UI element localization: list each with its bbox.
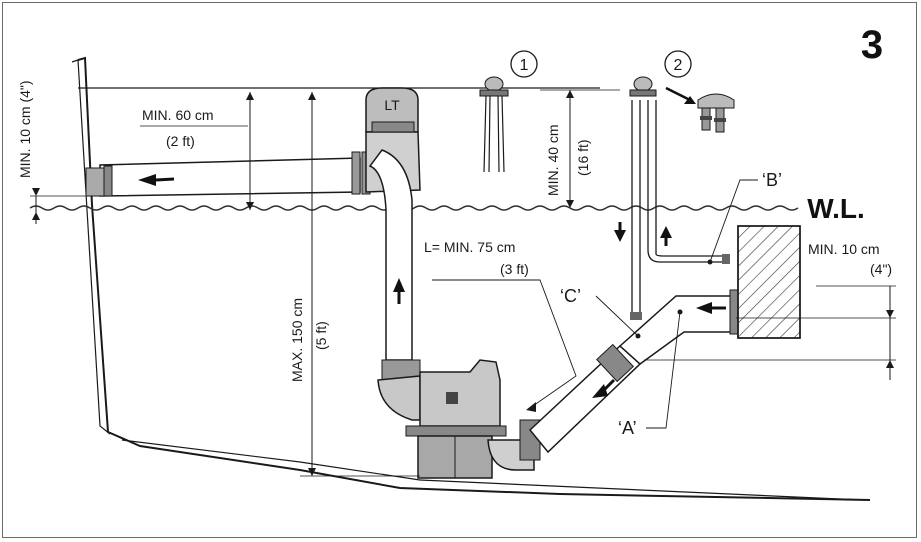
flow-arrow-outlet: [138, 174, 156, 186]
callout-2: [664, 50, 692, 78]
svg-text:2: 2: [674, 57, 683, 74]
min40-label-cm: MIN. 40 cm: [545, 124, 561, 196]
water-line: [29, 205, 799, 211]
min60-label-ft: (2 ft): [166, 133, 195, 149]
waterlock-muffler: [377, 359, 507, 479]
flow-arrow-engine: [696, 302, 712, 314]
svg-text:1: 1: [520, 57, 529, 74]
siphon-valve-2: [629, 76, 657, 97]
point-b-label: ‘B’: [762, 170, 782, 190]
engine-block: [737, 225, 801, 339]
water-line-label: W.L.: [807, 193, 865, 224]
point-a-label: ‘A’: [618, 418, 637, 438]
length-label-cm: L= MIN. 75 cm: [424, 239, 515, 255]
lt-label: LT: [384, 97, 400, 113]
siphon-break-hoses: [630, 100, 730, 320]
min10-vertical-label: MIN. 10 cm (4"): [17, 80, 33, 178]
flow-arrow-down: [614, 230, 626, 242]
length-label-ft: (3 ft): [500, 261, 529, 277]
siphon-valve-1: [479, 76, 509, 173]
exhaust-outlet-pipe: [85, 151, 371, 197]
min60-label-cm: MIN. 60 cm: [142, 107, 214, 123]
flow-arrow-diagonal: [592, 384, 608, 398]
min10-right-label-cm: MIN. 10 cm: [808, 241, 880, 257]
point-c-label: ‘C’: [560, 286, 581, 306]
hull-outline: [77, 56, 871, 501]
min10-right-label-in: (4"): [870, 261, 892, 277]
callout-1: [510, 50, 538, 78]
flow-arrow-up-riser: [393, 278, 405, 292]
min40-label-ft: (16 ft): [575, 139, 591, 176]
flow-arrow-up: [660, 226, 672, 238]
max150-label-ft: (5 ft): [313, 321, 329, 350]
figure-number: 3: [861, 23, 883, 67]
siphon-valve-detail: [697, 93, 735, 133]
hull-inner-line: [71, 59, 111, 435]
max150-label-cm: MAX. 150 cm: [289, 298, 305, 382]
